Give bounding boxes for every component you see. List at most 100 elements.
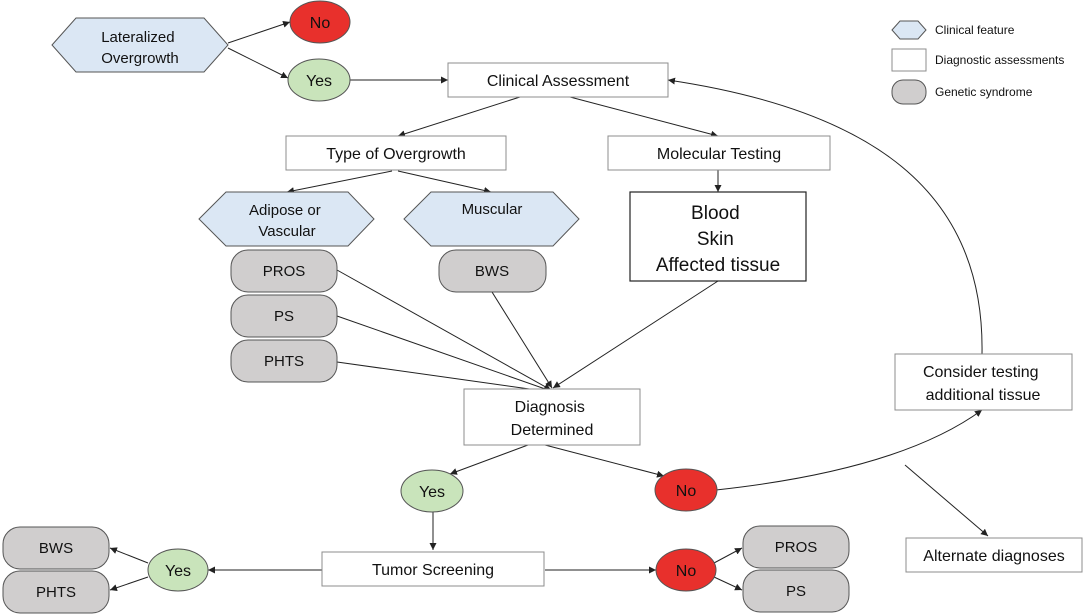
adipose-vascular-line2: Vascular [258,223,315,240]
arrow-type-to-adipose [286,170,393,195]
type-of-overgrowth-box [285,135,507,171]
pros-lower-pill [742,525,850,569]
lateralized-overgrowth-hexagon [51,17,229,73]
legend-clinical-feature-label: Clinical feature [935,23,1015,37]
ps-lower-label: PS [786,583,806,600]
phts-upper-label: PHTS [264,353,304,370]
muscular-hexagon [403,191,580,247]
adipose-vascular-node: Adipose or Vascular [198,191,375,247]
bws-upper-node: BWS [438,249,547,293]
tumor-screening-label: Tumor Screening [372,562,494,579]
phts-lower-node: PHTS [2,570,110,614]
arrow-clinical-to-molecular [569,96,719,138]
svg-text:Blood Skin Affecte: Blood Skin Affected tissue [656,203,780,276]
no-tumor-node: No [655,548,717,592]
lateralized-overgrowth-node: Lateralized Overgrowth [51,17,229,73]
no-top-label: No [310,15,331,32]
tissue-blood: Blood [691,203,740,224]
arrow-phts-to-diagnosis [336,361,552,395]
legend: Clinical feature Diagnostic assessments … [891,20,1064,105]
arrow-tissues-to-diagnosis [552,280,719,389]
bws-lower-label: BWS [39,540,73,557]
phts-lower-label: PHTS [36,584,76,601]
molecular-testing-label: Molecular Testing [657,146,781,163]
legend-clinical-feature-swatch [891,20,927,40]
type-of-overgrowth-label: Type of Overgrowth [326,146,466,163]
yes-tumor-node: Yes [147,548,209,592]
no-diagnosis-label: No [676,483,697,500]
bws-lower-node: BWS [2,526,110,570]
legend-syndrome-swatch [891,79,927,105]
adipose-vascular-line1: Adipose or [249,202,321,219]
yes-tumor-circle [147,548,209,592]
bws-lower-pill [2,526,110,570]
alternate-diagnoses-box [905,537,1083,573]
phts-upper-pill [230,339,338,383]
arrow-no-to-ps [713,576,743,591]
arrow-bws-to-diagnosis [491,291,553,389]
ps-upper-pill [230,294,338,338]
tumor-screening-box [321,551,545,587]
pros-upper-pill [230,249,338,293]
no-tumor-label: No [676,563,697,580]
yes-tumor-label: Yes [165,563,191,580]
tissue-affected: Affected tissue [656,255,780,276]
lateralized-overgrowth-line2: Overgrowth [101,50,179,67]
connectors [109,20,989,592]
type-of-overgrowth-node: Type of Overgrowth [285,135,507,171]
consider-testing-line1: Consider testing [923,364,1039,381]
alternate-diagnoses-node: Alternate diagnoses [905,537,1083,573]
yes-diagnosis-label: Yes [419,484,445,501]
diagnosis-determined-node: Diagnosis Determined [463,388,641,446]
no-diagnosis-node: No [654,468,718,512]
svg-text:Diagnosis Determined: Diagnosis Determined [511,399,594,439]
yes-top-label: Yes [306,73,332,90]
consider-testing-node: Consider testing additional tissue [894,353,1073,411]
consider-testing-box [894,353,1073,411]
lateralized-overgrowth-line1: Lateralized [101,29,174,46]
consider-testing-line2: additional tissue [926,387,1041,404]
pros-lower-node: PROS [742,525,850,569]
no-diagnosis-circle [654,468,718,512]
tissues-box [629,191,807,282]
clinical-assessment-box [447,62,669,98]
diagnosis-determined-line2: Determined [511,422,594,439]
svg-text:Consider testing additio: Consider testing additional tissue [923,364,1043,404]
arrow-yes-to-bws [109,547,149,564]
arrow-yes-to-phts [109,576,149,592]
yes-diagnosis-circle [400,469,464,513]
yes-top-circle [287,58,351,102]
legend-syndrome-label: Genetic syndrome [935,85,1033,99]
phts-upper-node: PHTS [230,339,338,383]
pros-upper-label: PROS [263,263,306,280]
molecular-testing-box [607,135,831,171]
arrow-diagnosis-to-yes [449,444,529,475]
legend-diagnostic-label: Diagnostic assessments [935,53,1064,67]
yes-top-node: Yes [287,58,351,102]
arrow-type-to-muscular [397,170,492,194]
no-tumor-circle [655,548,717,592]
arrow-pros-to-diagnosis [336,269,552,391]
ps-upper-label: PS [274,308,294,325]
pros-upper-node: PROS [230,249,338,293]
bws-upper-pill [438,249,547,293]
alternate-diagnoses-label: Alternate diagnoses [923,548,1064,565]
arrow-lateral-to-yes [227,47,289,79]
diagnosis-determined-box [463,388,641,446]
arrow-diagnosis-to-no [544,444,665,478]
bws-upper-label: BWS [475,263,509,280]
svg-text:Adipose or Vascular: Adipose or Vascular [249,202,325,240]
ps-lower-pill [742,569,850,613]
adipose-vascular-hexagon [198,191,375,247]
phts-lower-pill [2,570,110,614]
muscular-node: Muscular [403,191,580,247]
molecular-testing-node: Molecular Testing [607,135,831,171]
arrow-clinical-to-type [397,96,521,138]
clinical-assessment-node: Clinical Assessment [447,62,669,98]
clinical-assessment-label: Clinical Assessment [487,73,630,90]
pros-lower-label: PROS [775,539,818,556]
arrow-ps-to-diagnosis [336,315,552,392]
tissues-node: Blood Skin Affected tissue [629,191,807,282]
tumor-screening-node: Tumor Screening [321,551,545,587]
